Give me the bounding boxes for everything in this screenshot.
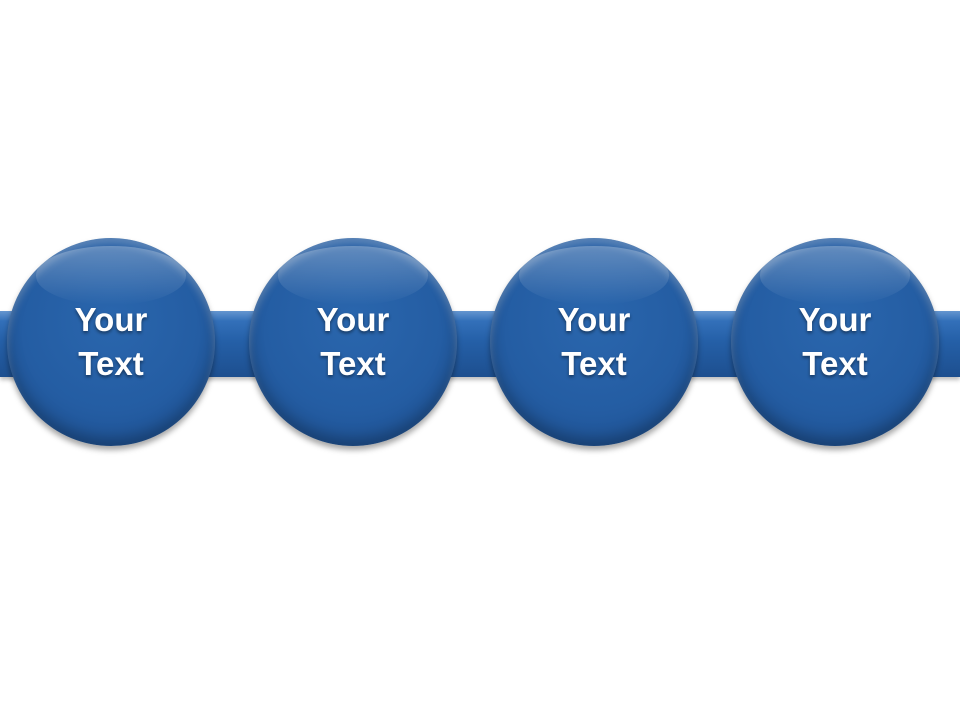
step-label-2: Your Text — [273, 298, 433, 386]
step-circle-1: Your Text — [7, 238, 215, 446]
step-circle-4: Your Text — [731, 238, 939, 446]
step-label-4-line1: Your — [798, 301, 872, 338]
step-label-3: Your Text — [514, 298, 674, 386]
step-label-4: Your Text — [755, 298, 915, 386]
step-label-1-line2: Text — [78, 345, 144, 382]
step-label-3-line1: Your — [557, 301, 631, 338]
step-label-4-line2: Text — [802, 345, 868, 382]
step-label-1: Your Text — [31, 298, 191, 386]
step-label-3-line2: Text — [561, 345, 627, 382]
step-label-2-line1: Your — [316, 301, 390, 338]
step-label-2-line2: Text — [320, 345, 386, 382]
step-circle-3: Your Text — [490, 238, 698, 446]
step-circle-2: Your Text — [249, 238, 457, 446]
step-label-1-line1: Your — [74, 301, 148, 338]
